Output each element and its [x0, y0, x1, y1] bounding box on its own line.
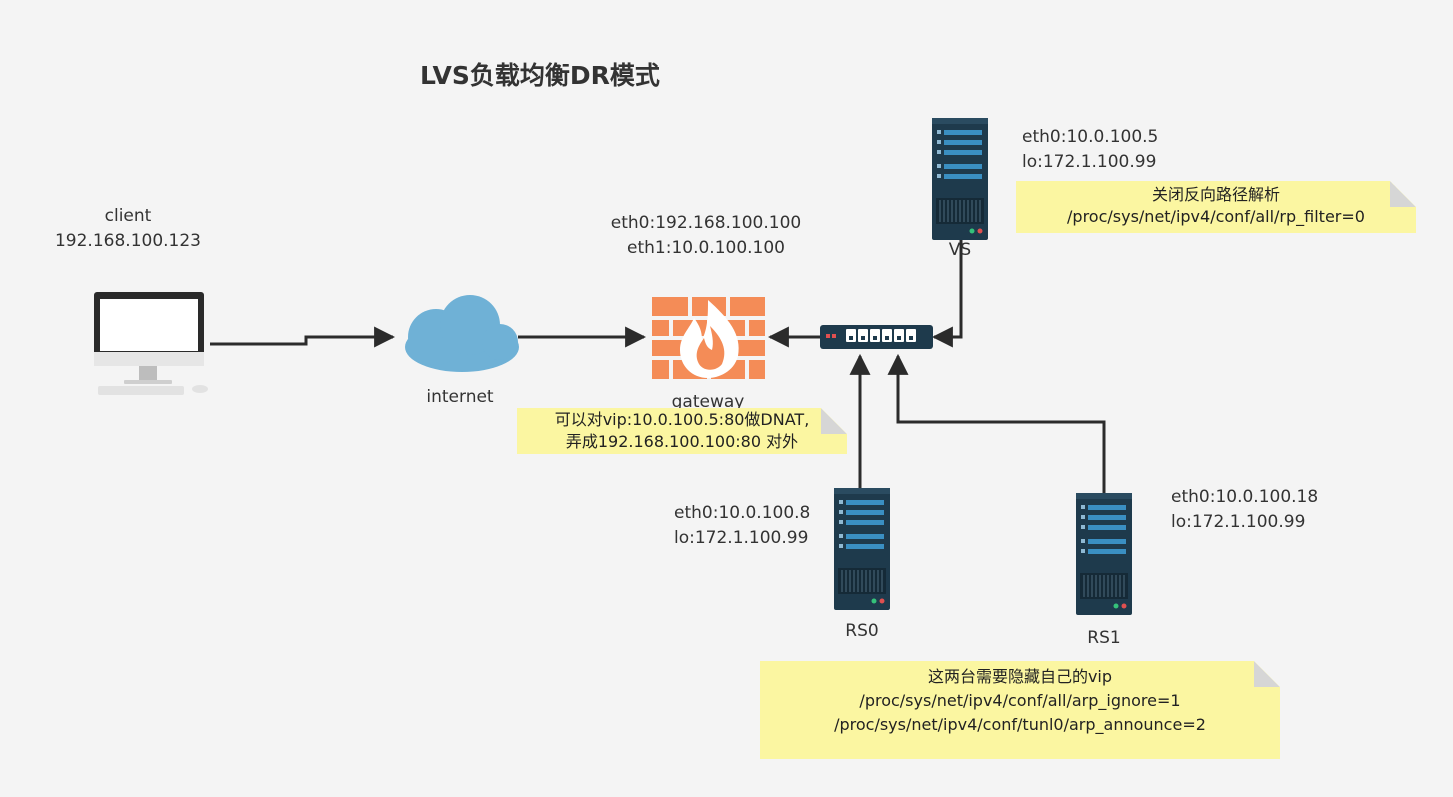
- server-rs0-icon: [833, 487, 891, 611]
- client-label: client 192.168.100.123: [48, 204, 208, 254]
- rs1-interfaces: eth0:10.0.100.18 lo:172.1.100.99: [1171, 485, 1318, 535]
- desktop-computer-icon: [94, 292, 208, 395]
- client-ip: 192.168.100.123: [54, 231, 201, 251]
- rs-hide-vip-note: 这两台需要隐藏自己的vip /proc/sys/net/ipv4/conf/al…: [760, 661, 1280, 759]
- rs1-eth0: eth0:10.0.100.18: [1171, 487, 1319, 507]
- rs0-lo: lo:172.1.100.99: [674, 528, 809, 548]
- firewall-icon: [652, 297, 765, 379]
- link-vs-switch: [931, 240, 963, 348]
- gateway-dnat-note: 可以对vip:10.0.100.5:80做DNAT, 弄成192.168.100…: [517, 408, 847, 454]
- gateway-note-line2: 弄成192.168.100.100:80 对外: [565, 432, 799, 451]
- server-rs1-icon: [1075, 492, 1133, 616]
- rs0-eth0: eth0:10.0.100.8: [674, 503, 811, 523]
- server-vs-icon: [931, 117, 989, 241]
- vs-rp-filter-note: 关闭反向路径解析 /proc/sys/net/ipv4/conf/all/rp_…: [1016, 181, 1416, 233]
- rs-note-line2: /proc/sys/net/ipv4/conf/all/arp_ignore=1: [859, 691, 1181, 710]
- rs1-lo: lo:172.1.100.99: [1171, 512, 1306, 532]
- client-name: client: [104, 206, 152, 226]
- gateway-interfaces: eth0:192.168.100.100 eth1:10.0.100.100: [588, 211, 824, 261]
- vs-note-line1: 关闭反向路径解析: [1151, 185, 1280, 204]
- vs-label: VS: [948, 240, 972, 260]
- rs-note-line1: 这两台需要隐藏自己的vip: [927, 667, 1113, 686]
- rs1-label: RS1: [1087, 628, 1121, 648]
- vs-interfaces: eth0:10.0.100.5 lo:172.1.100.99: [1022, 125, 1158, 175]
- gateway-eth0: eth0:192.168.100.100: [610, 213, 802, 233]
- vs-lo: lo:172.1.100.99: [1022, 152, 1157, 172]
- gateway-eth1: eth1:10.0.100.100: [627, 238, 785, 258]
- internet-label: internet: [426, 387, 494, 407]
- vs-eth0: eth0:10.0.100.5: [1022, 127, 1159, 147]
- gateway-note-line1: 可以对vip:10.0.100.5:80做DNAT,: [554, 410, 810, 429]
- rs0-interfaces: eth0:10.0.100.8 lo:172.1.100.99: [674, 501, 810, 551]
- rs-note-line3: /proc/sys/net/ipv4/conf/tunl0/arp_announ…: [834, 715, 1206, 734]
- rs0-label: RS0: [845, 621, 879, 641]
- vs-note-line2: /proc/sys/net/ipv4/conf/all/rp_filter=0: [1067, 207, 1365, 226]
- network-switch-icon: [820, 325, 933, 349]
- diagram-title: LVS负载均衡DR模式: [420, 61, 660, 90]
- link-client-internet: [210, 326, 396, 348]
- gateway-label: gateway: [671, 392, 745, 412]
- cloud-icon: [405, 295, 519, 372]
- link-rs1-switch: [887, 353, 1106, 495]
